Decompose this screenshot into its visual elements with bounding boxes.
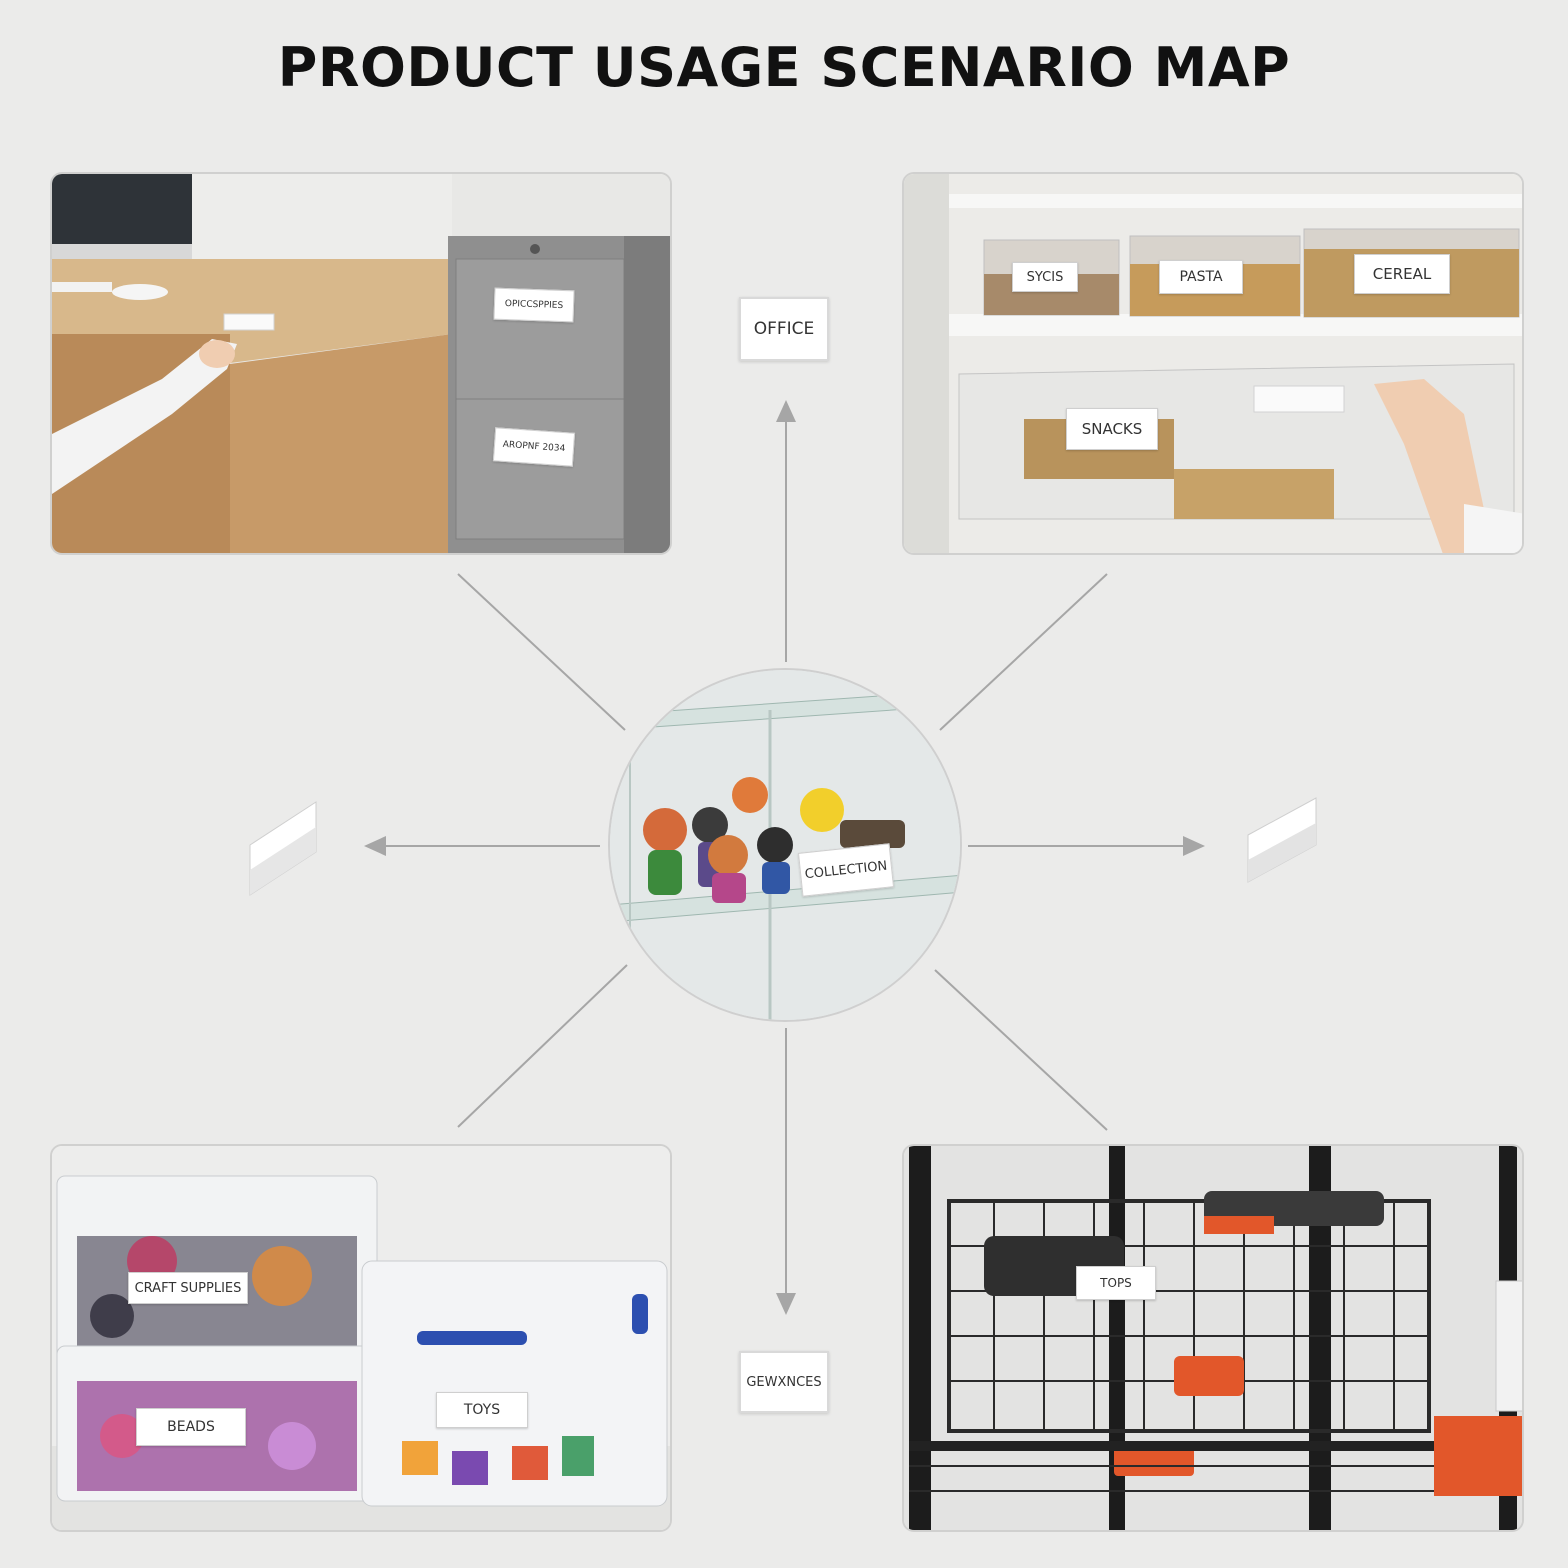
pantry-tag-1: SYCIS (1012, 262, 1078, 292)
callout-office: OFFICE (739, 297, 829, 361)
crafts-tag-3: TOYS (436, 1392, 528, 1428)
collection-shelf-illustration (610, 670, 960, 1020)
garage-tag: TOPS (1076, 1266, 1156, 1300)
collection-scene-circle: COLLECTION (608, 668, 962, 1022)
garage-scene-illustration (904, 1146, 1522, 1530)
page-title: PRODUCT USAGE SCENARIO MAP (277, 36, 1291, 99)
office-scene-illustration (52, 174, 670, 553)
office-tag-2: AROPNF 2034 (492, 427, 576, 467)
crafts-scene-illustration (52, 1146, 670, 1530)
pantry-scene-panel: SYCIS PASTA CEREAL SNACKS (902, 172, 1524, 555)
callout-garages: GEWXNCES (739, 1351, 829, 1413)
office-scene-panel: OPICCSPPIES AROPNF 2034 (50, 172, 672, 555)
crafts-scene-panel: CRAFT SUPPLIES BEADS TOYS (50, 1144, 672, 1532)
callout-office-label: OFFICE (753, 319, 815, 339)
figurine-group (643, 777, 905, 903)
pantry-tag-2: PASTA (1159, 260, 1243, 294)
label-holder-right (1247, 797, 1317, 883)
office-tag-1: OPICCSPPIES (493, 287, 575, 323)
pantry-scene-illustration (904, 174, 1522, 553)
pantry-tag-3: CEREAL (1354, 254, 1450, 294)
callout-garages-label: GEWXNCES (746, 1374, 822, 1390)
pantry-tag-4: SNACKS (1066, 408, 1158, 450)
crafts-tag-1: CRAFT SUPPLIES (128, 1272, 248, 1304)
garage-scene-panel: TOPS (902, 1144, 1524, 1532)
crafts-tag-2: BEADS (136, 1408, 246, 1446)
label-holder-left (249, 801, 317, 896)
